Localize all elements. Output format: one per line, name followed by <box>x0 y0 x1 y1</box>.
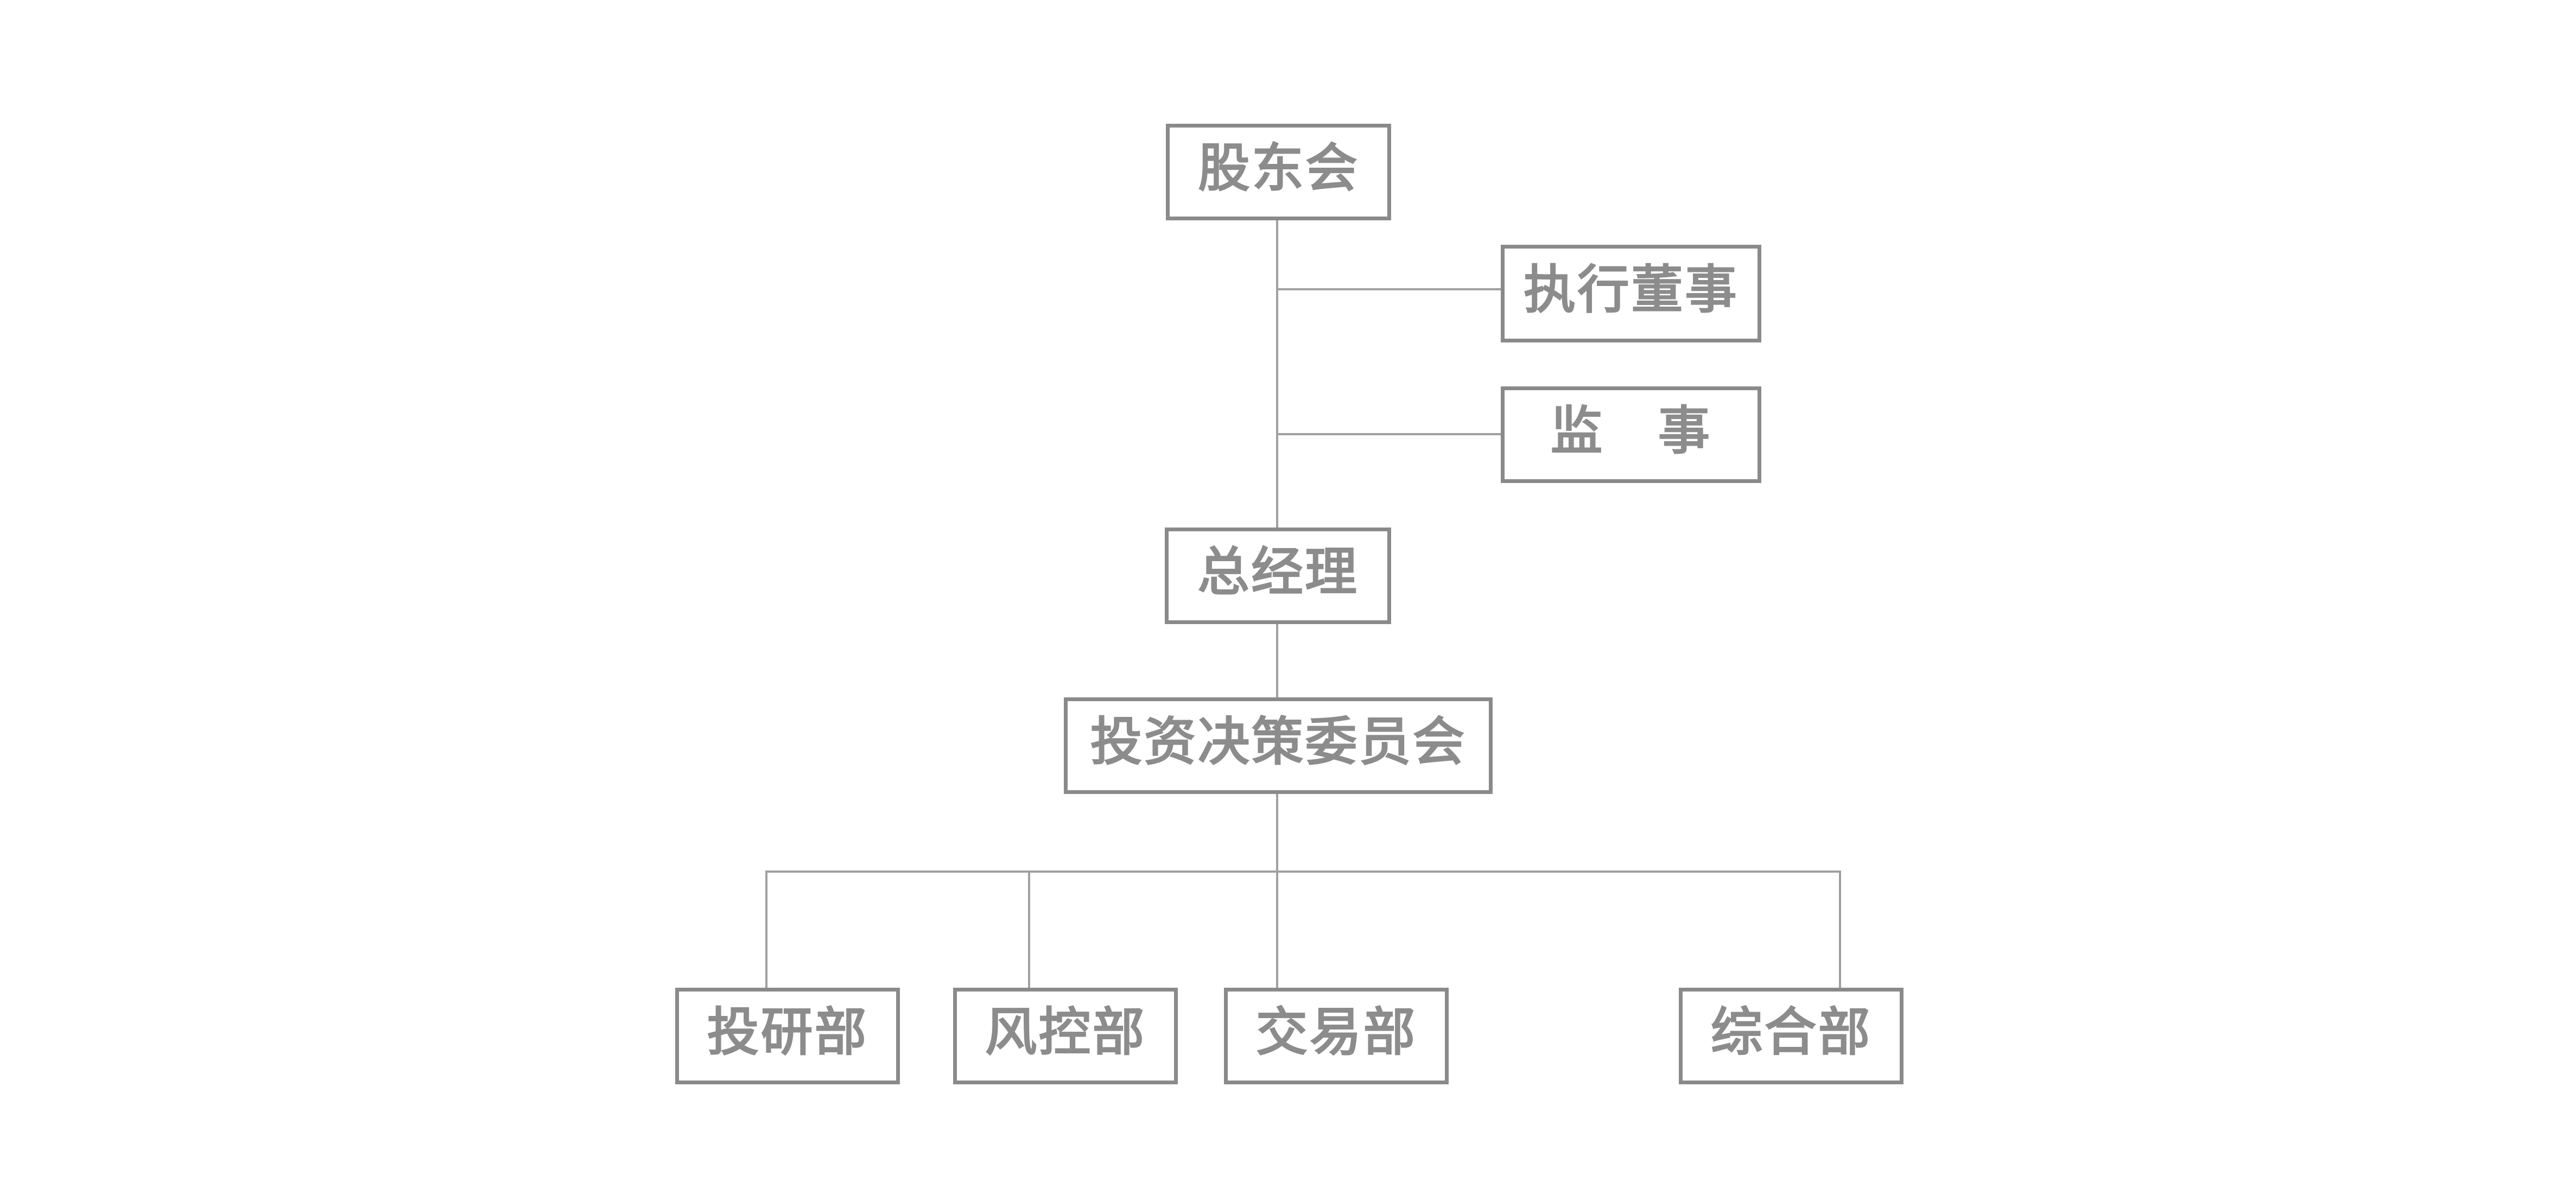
node-label-executive-director: 执行董事 <box>1524 261 1739 319</box>
connector-departments-bus <box>765 870 1841 873</box>
node-executive-director: 执行董事 <box>1501 245 1761 342</box>
connector-drop-general-affairs-dept <box>1839 870 1841 990</box>
node-investment-decision-committee: 投资决策委员会 <box>1064 697 1493 794</box>
node-label-investment-decision-committee: 投资决策委员会 <box>1090 713 1467 771</box>
connector-gm-to-committee <box>1276 622 1278 700</box>
node-label-general-affairs-dept: 综合部 <box>1710 1003 1872 1062</box>
connector-shareholders-to-gm-spine <box>1276 218 1278 530</box>
node-risk-control-dept: 风控部 <box>953 988 1178 1084</box>
node-shareholders-meeting: 股东会 <box>1166 124 1391 220</box>
connector-branch-supervisor <box>1276 433 1503 435</box>
node-label-trading-dept: 交易部 <box>1255 1003 1417 1062</box>
connector-branch-executive-director <box>1276 288 1503 290</box>
node-investment-research-dept: 投研部 <box>675 988 900 1084</box>
connector-committee-to-trading-dept <box>1276 792 1278 990</box>
node-general-manager: 总经理 <box>1165 528 1391 624</box>
connector-drop-investment-research-dept <box>765 870 767 990</box>
node-label-risk-control-dept: 风控部 <box>985 1003 1146 1062</box>
node-label-general-manager: 总经理 <box>1197 543 1359 601</box>
node-label-investment-research-dept: 投研部 <box>707 1003 868 1062</box>
node-label-supervisor: 监 事 <box>1550 402 1712 460</box>
node-general-affairs-dept: 综合部 <box>1679 988 1904 1084</box>
connector-drop-risk-control-dept <box>1028 870 1030 990</box>
node-trading-dept: 交易部 <box>1224 988 1449 1084</box>
node-supervisor: 监 事 <box>1501 386 1761 483</box>
node-label-shareholders-meeting: 股东会 <box>1198 139 1359 198</box>
